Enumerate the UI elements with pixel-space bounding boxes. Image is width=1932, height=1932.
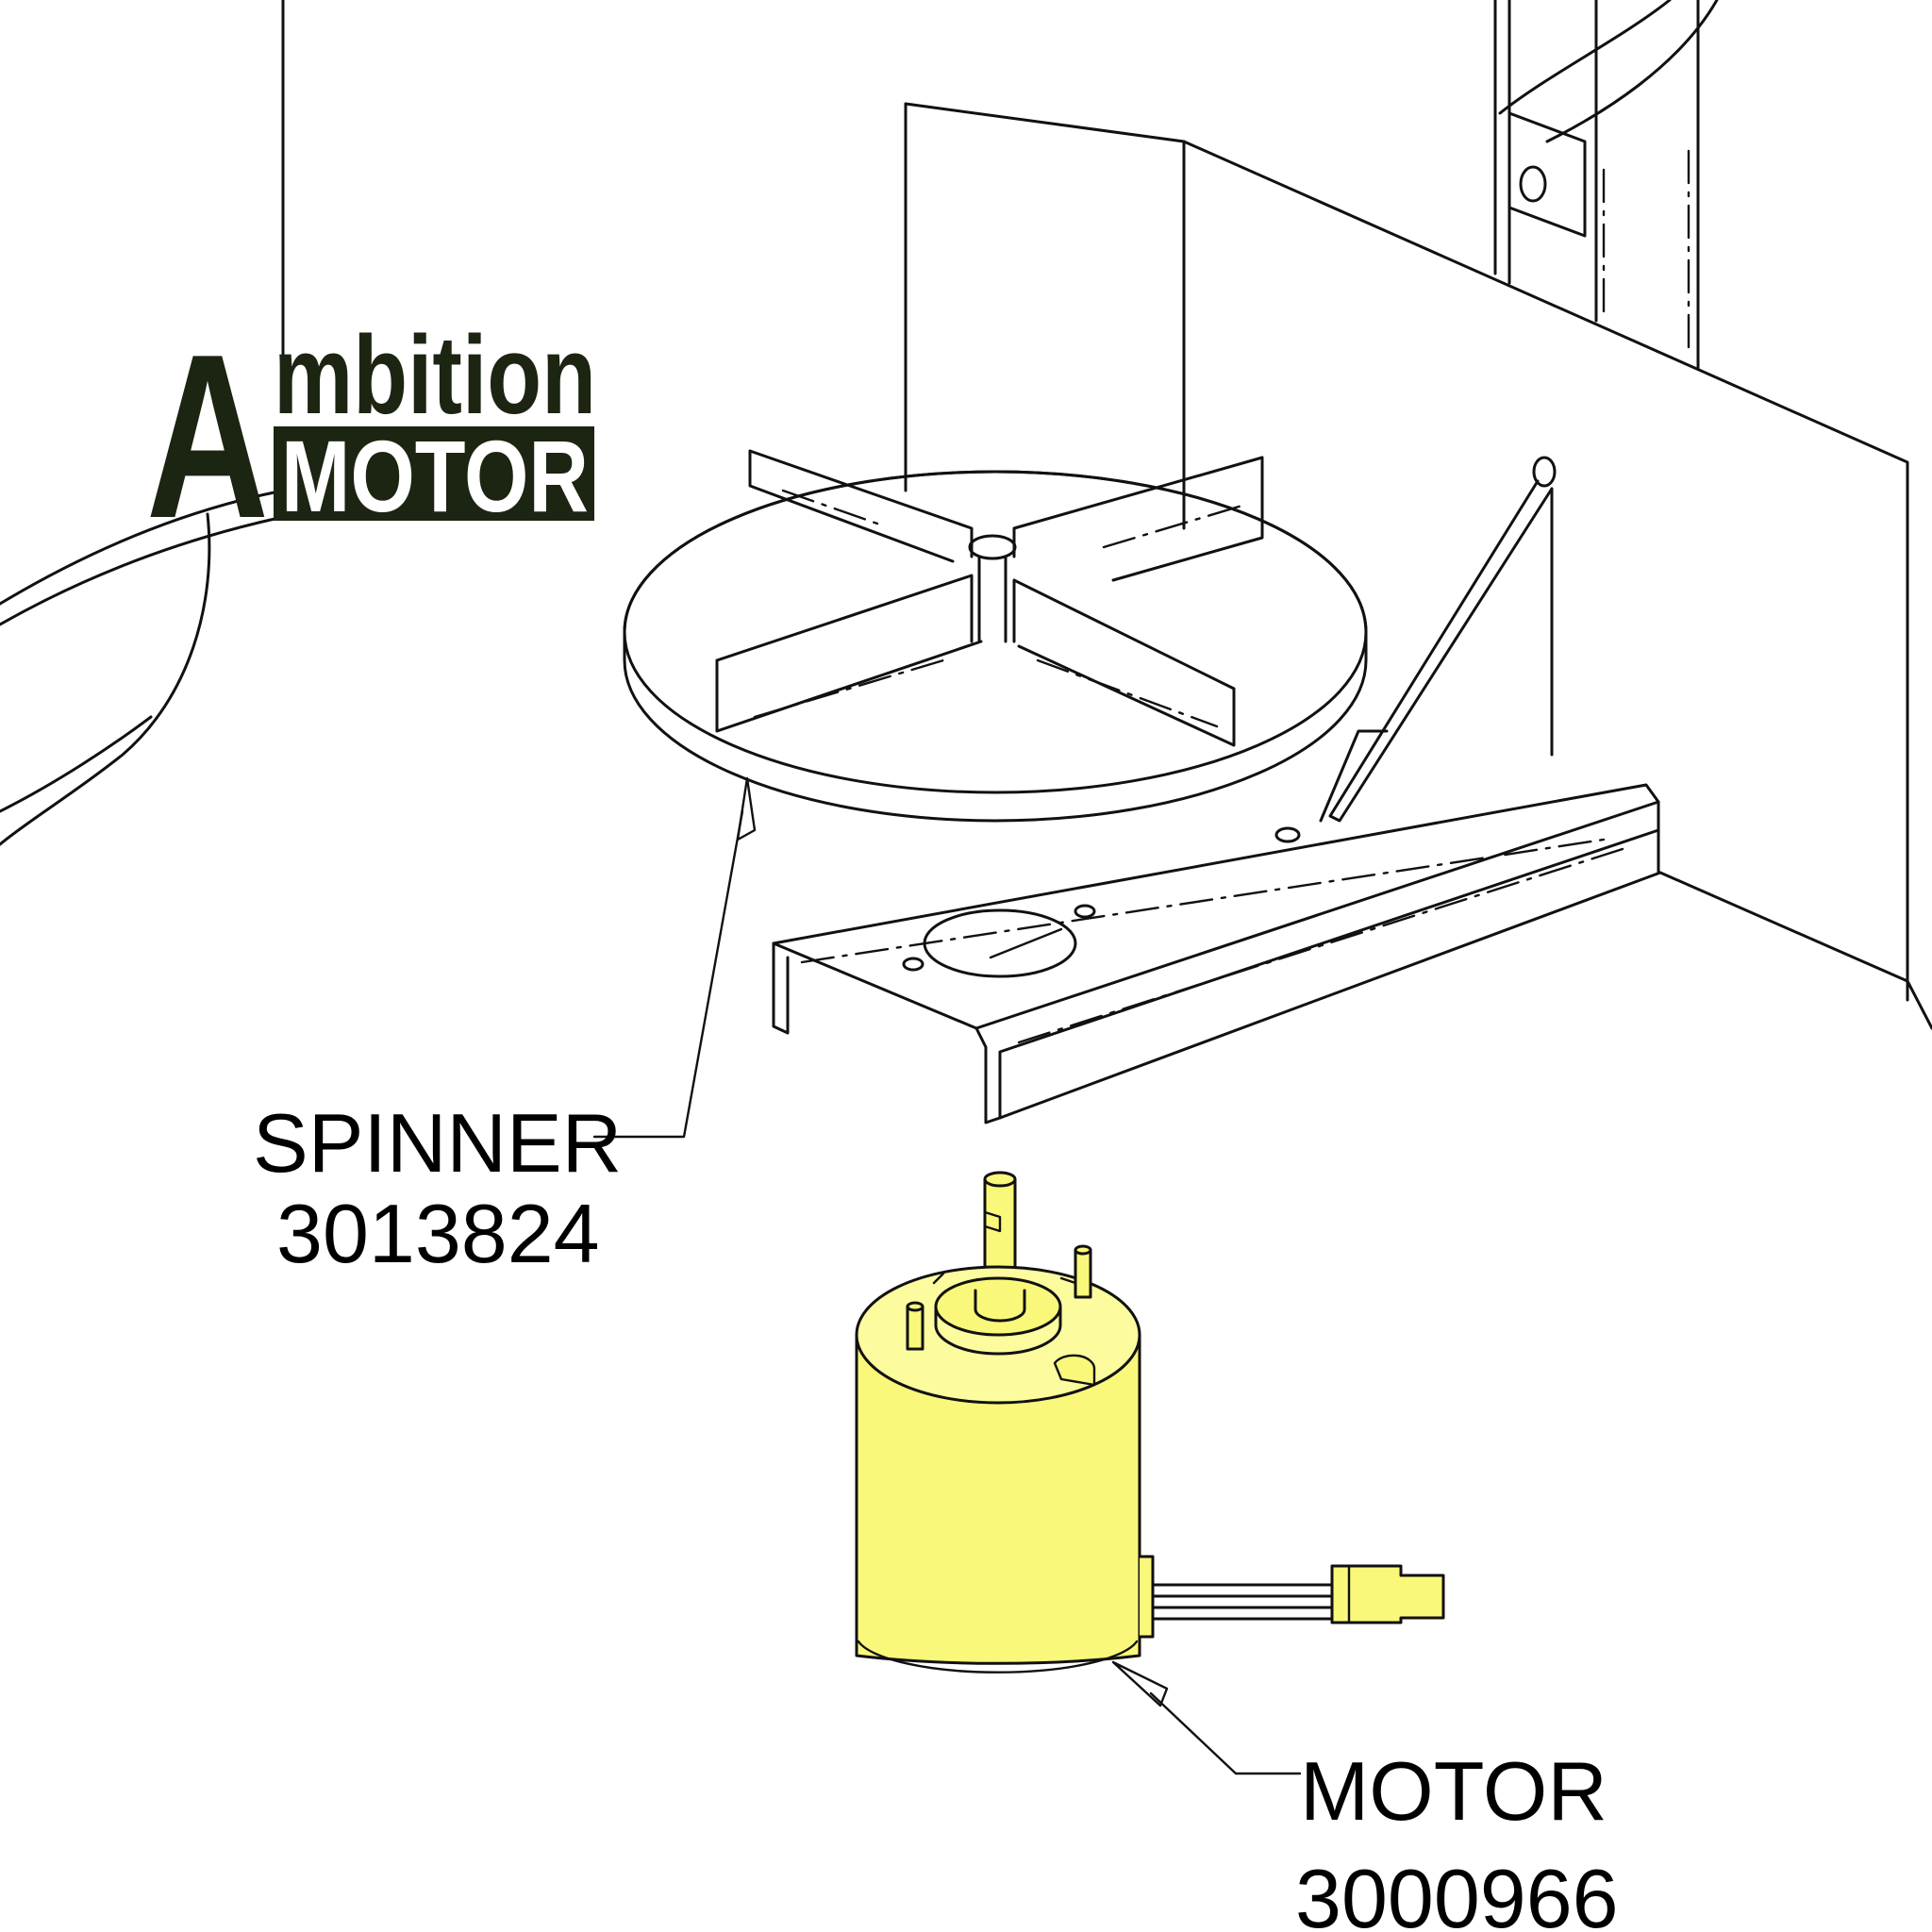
left-cabinet-outline <box>0 0 285 846</box>
spinner-label: SPINNER <box>253 1096 623 1190</box>
motor-bracket <box>772 729 1662 1124</box>
motor-part-number: 3000966 <box>1295 1852 1619 1932</box>
spinner-part <box>592 449 1368 1139</box>
logo-motor: MOTOR <box>281 419 589 528</box>
hanger-rod <box>1328 456 1557 823</box>
ambition-motor-logo: A mbition MOTOR <box>146 311 596 528</box>
spinner-part-number: 3013824 <box>276 1187 600 1280</box>
upper-bracket <box>1493 0 1719 370</box>
back-wall-panel <box>904 102 1932 1030</box>
motor-part <box>855 1171 1445 1775</box>
motor-callout: MOTOR 3000966 <box>1295 1744 1619 1932</box>
logo-big-a: A <box>146 311 269 528</box>
motor-label: MOTOR <box>1300 1744 1607 1838</box>
logo-ambition: mbition <box>274 313 596 438</box>
spinner-callout: SPINNER 3013824 <box>253 1102 622 1275</box>
